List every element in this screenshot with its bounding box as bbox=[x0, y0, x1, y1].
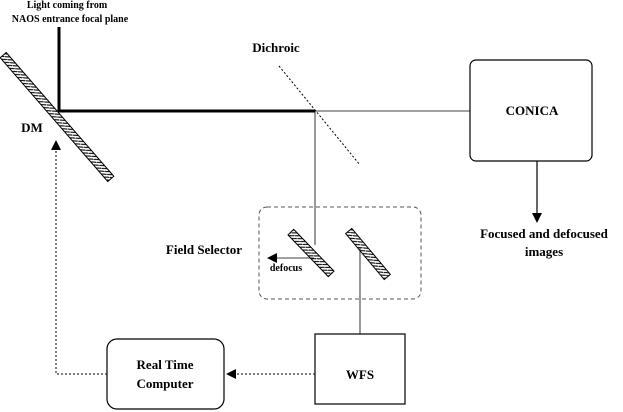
field-selector-label: Field Selector bbox=[166, 242, 242, 257]
rtc-label-line2: Computer bbox=[136, 376, 193, 391]
field-selector-mirror-right bbox=[344, 227, 392, 281]
focused-label-line1: Focused and defocused bbox=[480, 226, 609, 241]
wfs-box bbox=[314, 333, 406, 405]
dm-mirror bbox=[0, 51, 115, 183]
field-selector-enclosure bbox=[258, 206, 422, 300]
rtc-label-line1: Real Time bbox=[137, 357, 194, 372]
rtc-to-dm-path bbox=[51, 140, 107, 375]
dm-label: DM bbox=[21, 120, 43, 135]
wfs-label: WFS bbox=[346, 367, 374, 382]
light-label-line2: NAOS entrance focal plane bbox=[12, 14, 129, 25]
dichroic-label: Dichroic bbox=[252, 40, 300, 55]
conica-label: CONICA bbox=[506, 103, 559, 118]
defocus-label: defocus bbox=[270, 263, 302, 274]
conica-box bbox=[469, 59, 593, 162]
incoming-beam bbox=[57, 27, 315, 113]
field-selector-mirror-left bbox=[287, 228, 335, 278]
focused-label-line2: images bbox=[525, 244, 563, 259]
dichroic-element bbox=[278, 65, 361, 166]
light-label-line1: Light coming from bbox=[27, 0, 108, 11]
rtc-box bbox=[106, 338, 225, 410]
